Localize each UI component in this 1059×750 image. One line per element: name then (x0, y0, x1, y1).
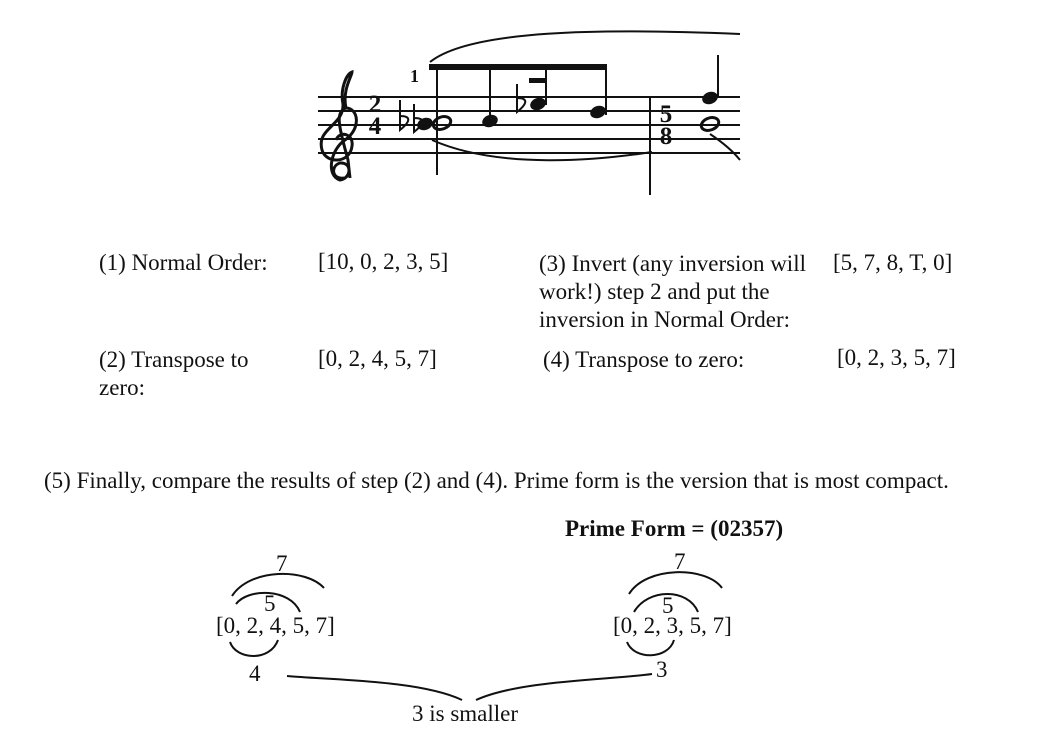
left-lower-arc (229, 639, 279, 657)
step4-label: (4) Transpose to zero: (543, 347, 745, 372)
fingering-number: 1 (410, 66, 419, 86)
time-signature-denominator: 8 (659, 123, 673, 150)
conclusion-text: 3 is smaller (412, 701, 519, 726)
prime-form-title: Prime Form = (02357) (565, 516, 784, 541)
step5-label: (5) Finally, compare the results of step… (44, 468, 949, 493)
right-outer-interval: 7 (674, 549, 686, 574)
left-outer-arc (231, 572, 325, 597)
step4-value: [0, 2, 3, 5, 7] (837, 345, 956, 370)
left-outer-interval: 7 (276, 551, 288, 576)
left-inner-interval: 5 (264, 591, 276, 616)
step3-label: (3) Invert (any inversion will work!) st… (539, 251, 806, 332)
noteheads (417, 91, 721, 132)
staff-lines (318, 96, 740, 154)
left-inner-arc (235, 591, 301, 613)
flat-sign-icons (399, 84, 527, 135)
right-inner-interval: 5 (662, 593, 674, 618)
comparison-bracket-left (286, 675, 463, 701)
right-first-interval: 3 (656, 657, 668, 682)
step3-value: [5, 7, 8, T, 0] (833, 250, 953, 275)
step1-label: (1) Normal Order: (99, 250, 268, 275)
step2-label: (2) Transpose to zero: (99, 347, 249, 400)
left-set: [0, 2, 4, 5, 7] (216, 613, 335, 638)
note-stems (436, 55, 719, 175)
comparison-bracket-right (475, 673, 653, 701)
slur-right (709, 133, 741, 161)
right-outer-arc (628, 571, 723, 595)
time-signature-denominator: 4 (368, 113, 382, 140)
step2-value: [0, 2, 4, 5, 7] (318, 346, 437, 371)
note-beam (429, 64, 607, 83)
phrase-slur (429, 30, 741, 63)
time-signature-2: 5 8 (654, 101, 678, 150)
right-inner-arc (633, 593, 699, 613)
tie-slur (431, 139, 653, 162)
left-first-interval: 4 (249, 661, 261, 686)
right-set: [0, 2, 3, 5, 7] (613, 613, 732, 638)
time-signature-numerator: 5 (659, 101, 673, 128)
treble-clef-icon (319, 69, 358, 182)
right-lower-arc (626, 639, 675, 657)
time-signature-1: 2 4 (365, 91, 385, 140)
time-signature-numerator: 2 (368, 91, 382, 118)
step1-value: [10, 0, 2, 3, 5] (318, 249, 449, 274)
